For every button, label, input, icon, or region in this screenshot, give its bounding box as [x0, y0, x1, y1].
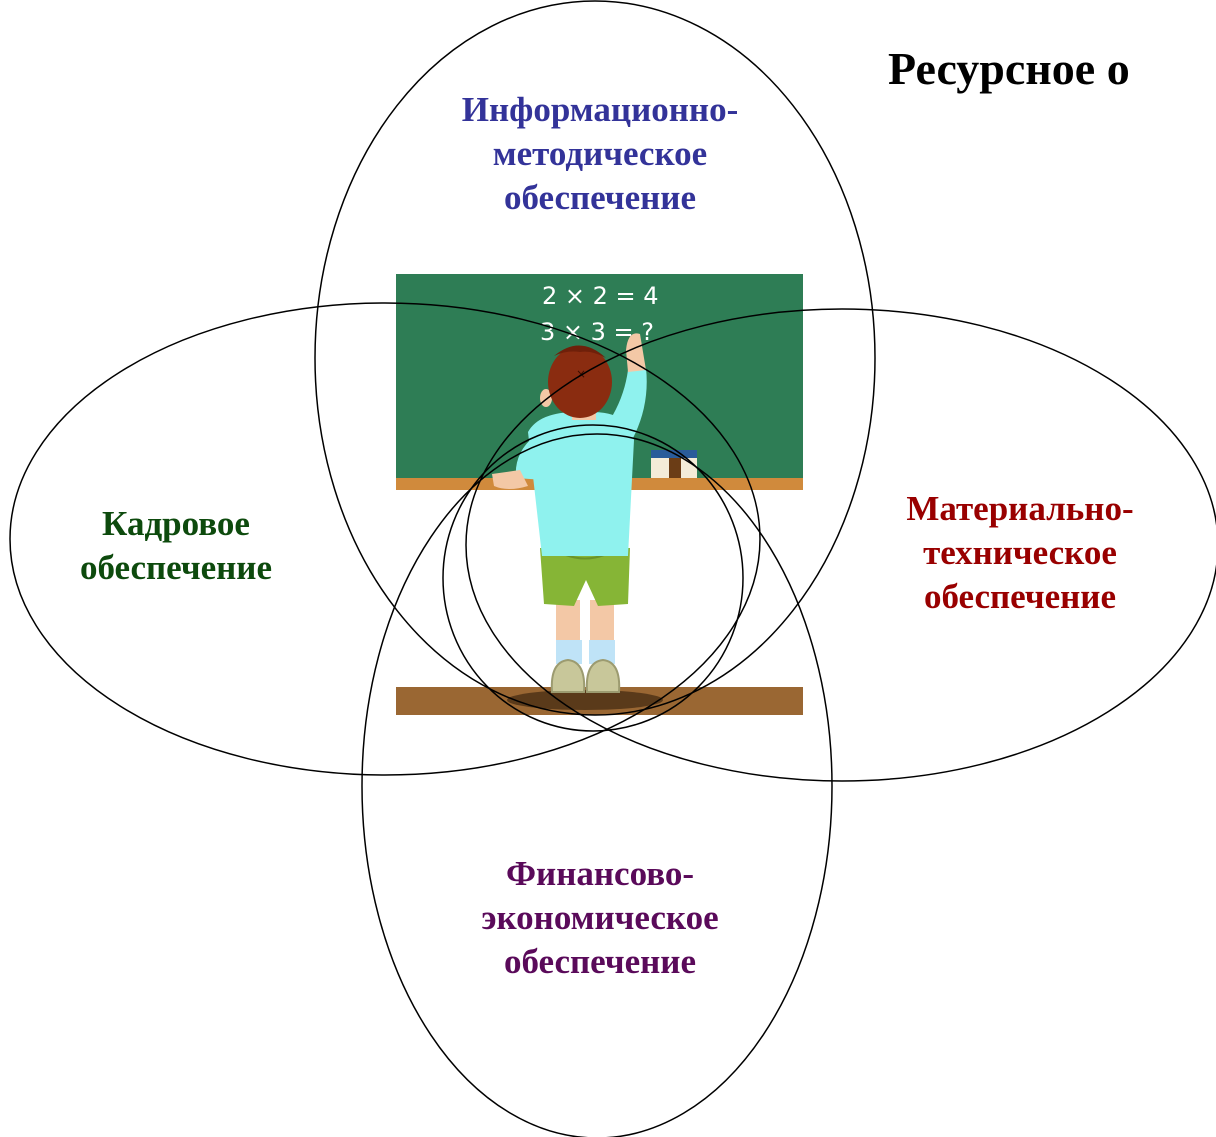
shadow	[507, 690, 663, 710]
board-line-1: 2 × 2 = 4	[542, 282, 659, 310]
svg-text:×: ×	[576, 367, 586, 381]
circle-info	[314, 0, 876, 716]
circle-finance	[361, 433, 833, 1137]
page-title: Ресурсное о	[888, 43, 1130, 94]
label-info: Информационно- методическое обеспечение	[461, 90, 739, 217]
circle-center	[442, 424, 744, 732]
venn-circles	[9, 0, 1216, 1137]
circle-material	[465, 308, 1216, 782]
label-hr: Кадровое обеспечение	[79, 504, 272, 587]
circle-hr	[9, 302, 761, 776]
label-material: Материально- техническое обеспечение	[906, 489, 1134, 616]
boy-at-chalkboard-icon: 2 × 2 = 4 3 × 3 = ? ×	[396, 274, 803, 715]
label-finance: Финансово- экономическое обеспечение	[481, 854, 719, 981]
